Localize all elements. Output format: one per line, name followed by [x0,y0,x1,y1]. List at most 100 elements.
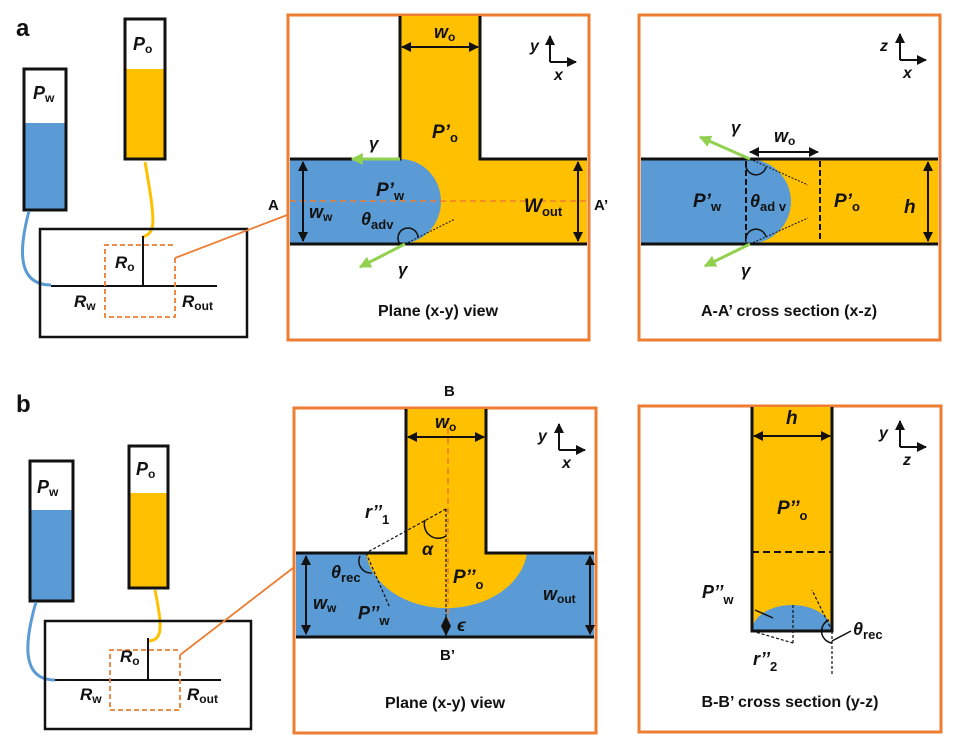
label-part: w [48,485,59,499]
angle-arc-top [744,161,767,176]
label: B [444,383,455,400]
label-part: P’ [693,191,712,212]
label: Ro [115,253,135,274]
label-part: w [774,126,789,146]
channel-walls [641,157,938,246]
label-part: 2 [770,659,777,674]
label-part: θ [853,619,863,639]
panel-letter-b: b [16,391,31,418]
label-part: r’’ [365,502,383,522]
caption: A-A’ cross section (x-z) [701,303,877,320]
label: P’w [693,191,722,214]
label: B’ [440,647,455,664]
label: x [902,65,913,82]
label: ww [309,202,333,224]
oil-reservoir: Po [127,444,170,590]
label: γ [398,260,409,279]
water-finger [641,159,791,244]
axis-indicator-xy: y x [537,423,586,472]
label-part: θ [361,209,371,229]
label: y [878,425,889,442]
label: wout [543,584,576,606]
label: Rout [187,685,218,706]
pw-leader [754,609,774,619]
setup-schematic-b: Pw Po Ro Rw Rout [26,444,294,731]
label: Pw [37,477,59,499]
label-part: θ [750,191,760,211]
label-part: P’ [432,122,451,143]
oil-reservoir: Po [123,17,167,161]
label-part: adv [371,217,394,232]
zoom-region-box [109,649,181,711]
caption: Plane (x-y) view [385,695,506,712]
label: Wout [524,196,563,219]
label: h [786,408,798,429]
label-part: θ [331,562,341,582]
theta-arc [820,619,833,644]
label: h [904,197,916,218]
label: y [529,38,540,55]
gamma-arrow-top [698,135,751,161]
label: γ [731,118,742,137]
label: P’’o [453,567,484,592]
label-part: P’’ [453,567,476,588]
zoom-region-box [104,244,176,318]
label-part: P [37,477,50,497]
label: Rout [182,292,213,313]
label-part: P’ [376,180,395,201]
label: Pw [33,83,55,105]
label-part: w [309,202,324,222]
label-part: w [435,412,450,432]
label: x [561,455,572,472]
chip-outline [43,619,253,731]
plane-view-b: B B’ wo r’’1 α θrec P’’o ww P’’w ϵ wout … [292,383,598,735]
label-part: r’’ [753,649,771,669]
channel-walls [750,407,834,633]
label-part: R [74,292,87,311]
radius-r2 [751,630,794,644]
label-part: w [722,592,734,607]
gamma-arrow-bottom [703,242,751,268]
cross-section-b: h P’’o P’’w θrec r’’2 y z B-B’ cross sec… [637,404,943,734]
label-part: w [85,299,96,313]
label: wo [434,22,455,44]
oil-tube [142,161,155,239]
plane-view-a: γ γ wo P’o P’w ww θadv Wout A A’ y x Pla… [268,13,608,342]
label-part: out [542,204,563,219]
axis-indicator-xy: y x [529,35,576,84]
label-part: P [136,459,149,479]
alpha-arc [423,519,447,540]
label-part: w [393,188,405,203]
angle-arc-bottom [744,228,767,243]
label: r’’1 [365,502,389,527]
label-part: w [434,22,449,42]
label-part: w [326,601,337,615]
label-part: W [524,196,544,217]
label: θad v [750,191,787,214]
zoom-leader-line [179,567,294,656]
axis-indicator-xz: z x [879,33,927,82]
label-part: out [199,692,218,706]
label: P’’w [358,603,390,628]
label: θrec [331,562,361,585]
label-part: 1 [382,512,389,527]
cross-section-a: γ γ wo P’w θad v P’o h z x A-A’ cross se… [637,13,942,342]
label: P’’w [702,582,734,607]
tangent-line [365,552,391,609]
chip-outline [38,227,249,339]
label: Po [133,34,152,56]
label: Po [136,459,155,481]
label: θadv [361,209,394,232]
water-corner-film [752,605,832,631]
setup-schematic-a: Pw Po Ro Rw Rout [21,17,296,339]
label-part: R [115,253,128,272]
label-part: w [313,593,328,613]
label-part: P’ [834,191,853,212]
label-part: P’’ [358,603,380,623]
label: wo [435,412,456,434]
label: Rw [74,292,96,313]
label-part: o [476,577,484,592]
caption: Plane (x-y) view [378,303,499,320]
water-tube [21,210,52,287]
label: P’o [834,191,860,214]
